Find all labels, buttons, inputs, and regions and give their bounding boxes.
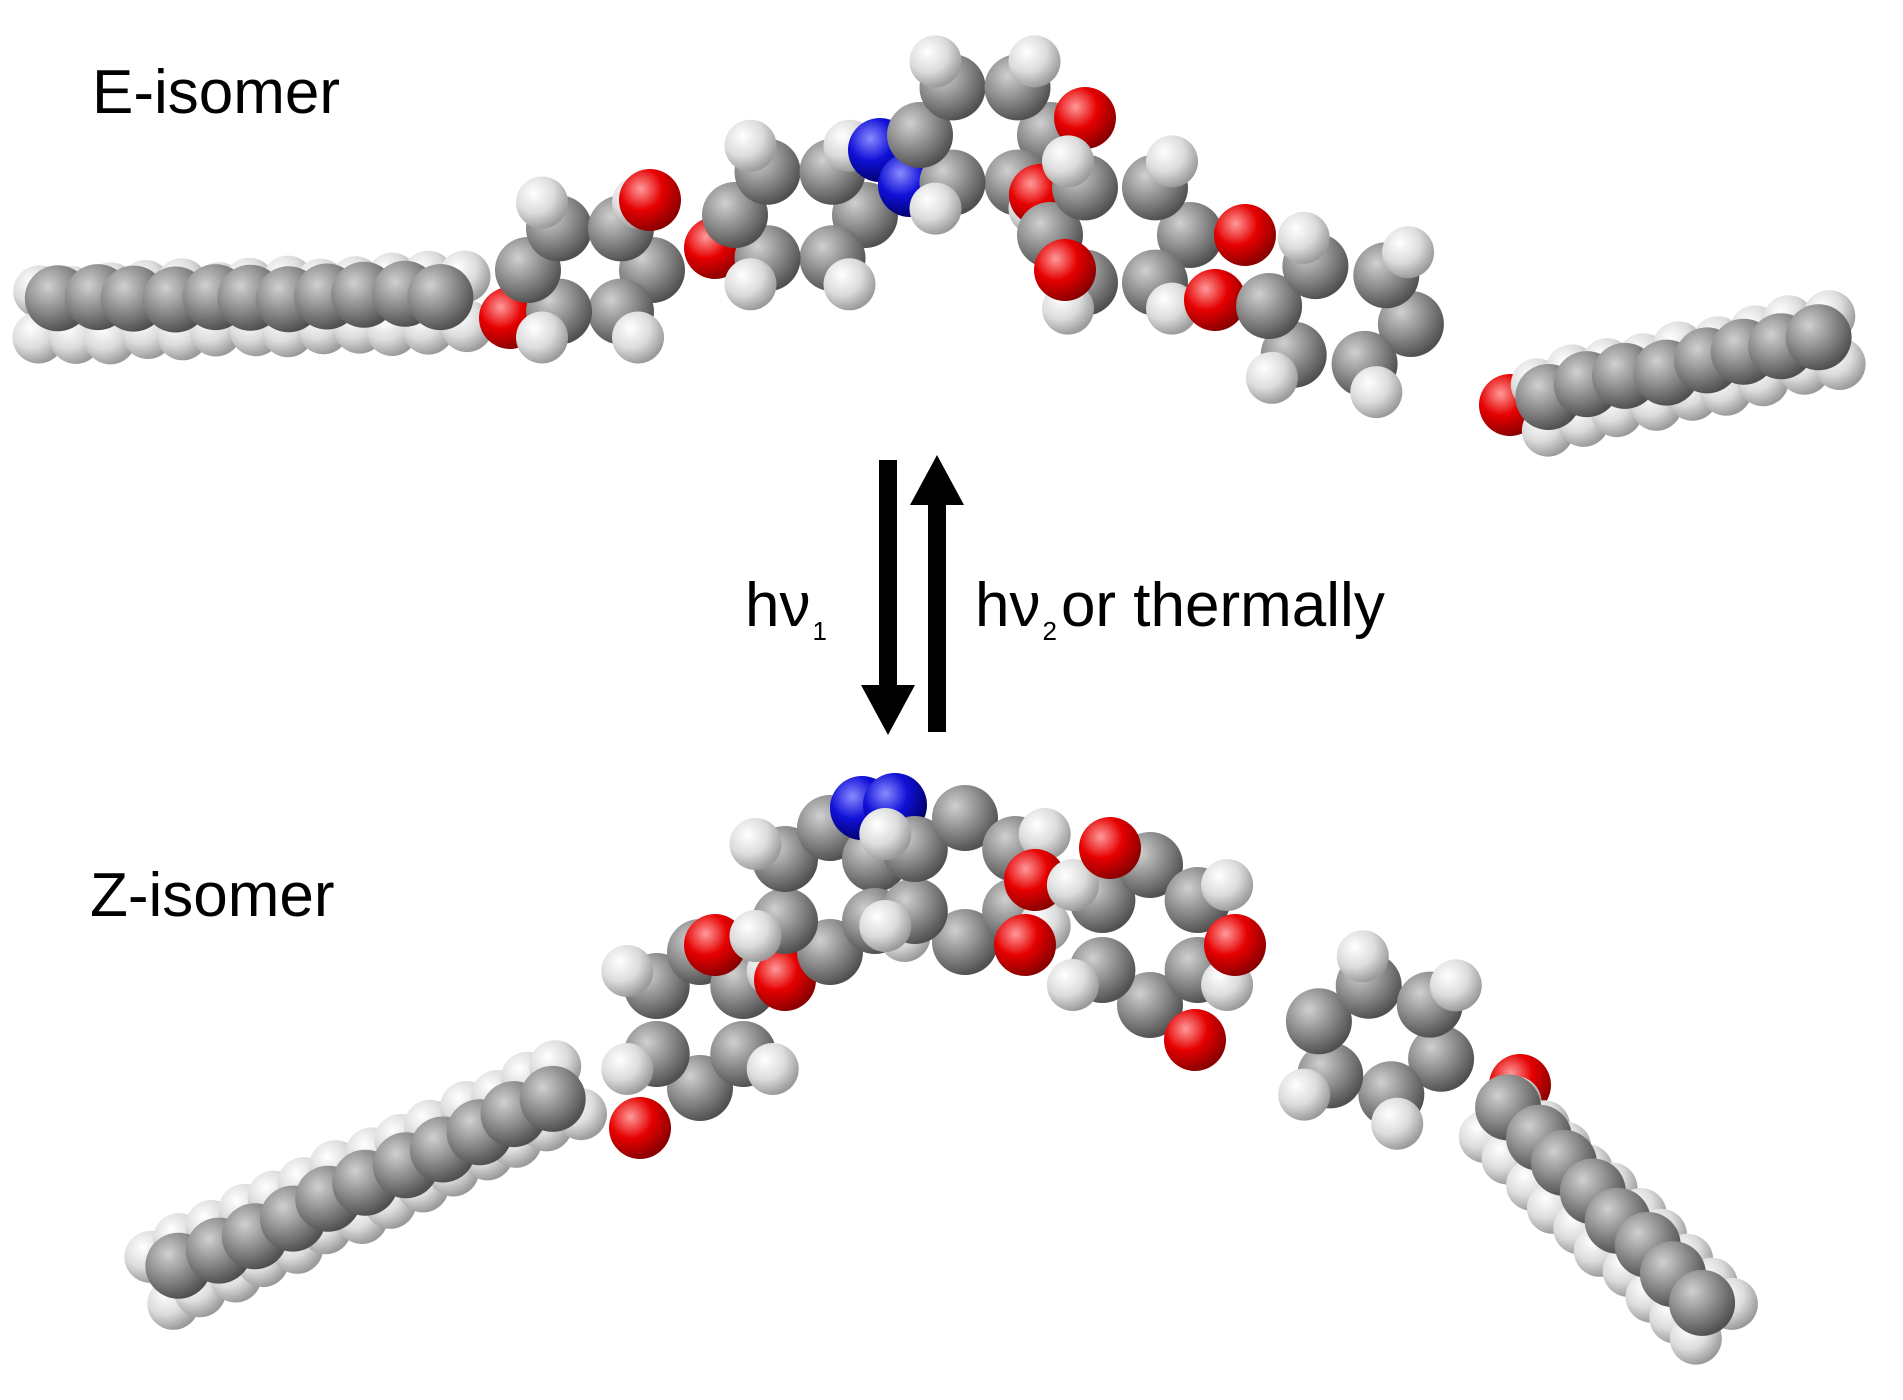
carbon-atom (407, 264, 474, 331)
hydrogen-atom (729, 910, 782, 962)
carbon-atom (932, 785, 998, 851)
hydrogen-atom (1429, 959, 1482, 1012)
reverse-condition-label: hν2or thermally (975, 575, 1385, 645)
oxygen-atom (1034, 239, 1096, 301)
hydrogen-atom (1371, 1097, 1424, 1150)
hydrogen-atom (1336, 930, 1389, 983)
hydrogen-atom (823, 258, 876, 311)
hydrogen-atom (1382, 226, 1435, 279)
carbon-atom (1285, 988, 1352, 1055)
hydrogen-atom (1008, 35, 1061, 88)
carbon-atom (1785, 304, 1852, 371)
hydrogen-atom (1018, 808, 1071, 860)
hydrogen-atom (1046, 959, 1099, 1011)
reverse-h-nu: hν (975, 571, 1041, 640)
hydrogen-atom (859, 900, 912, 952)
hydrogen-atom (746, 1043, 799, 1095)
oxygen-atom (994, 914, 1056, 976)
z-isomer-label: Z-isomer (90, 861, 335, 930)
forward-subscript: 1 (812, 616, 827, 646)
carbon-atom (1669, 1269, 1736, 1336)
e-isomer-label: E-isomer (92, 58, 341, 127)
forward-arrow-down (861, 460, 915, 735)
hydrogen-atom (1146, 135, 1198, 188)
hydrogen-atom (1277, 211, 1330, 264)
hydrogen-atom (1350, 366, 1403, 419)
oxygen-atom (1164, 1009, 1226, 1071)
carbon-atom (519, 1065, 586, 1132)
hydrogen-atom (1042, 135, 1094, 188)
hydrogen-atom (612, 311, 664, 364)
hydrogen-atom (1046, 859, 1099, 911)
hydrogen-atom (724, 258, 777, 311)
hydrogen-atom (729, 818, 782, 870)
reverse-arrow-up (910, 455, 964, 732)
hydrogen-atom (909, 35, 962, 88)
carbon-atom (1408, 1025, 1475, 1092)
carbon-atom (1236, 273, 1303, 339)
hydrogen-atom (516, 311, 568, 364)
hydrogen-atom (909, 182, 962, 235)
hydrogen-atom (1278, 1068, 1331, 1121)
hydrogen-atom (1245, 351, 1298, 404)
hydrogen-atom (516, 176, 568, 229)
carbon-atom (1157, 202, 1223, 268)
oxygen-atom (1214, 204, 1276, 266)
hydrogen-atom (601, 1043, 654, 1095)
carbon-atom (1377, 291, 1444, 357)
oxygen-atom (609, 1097, 671, 1159)
hydrogen-atom (724, 119, 777, 172)
oxygen-atom (1204, 914, 1266, 976)
forward-condition-label: hν1 (745, 575, 831, 645)
oxygen-atom (1054, 87, 1116, 149)
hydrogen-atom (601, 945, 654, 997)
reverse-condition-text: or thermally (1060, 571, 1385, 640)
e-isomer-molecule-model (12, 35, 1866, 457)
oxygen-atom (619, 169, 681, 231)
carbon-atom (887, 102, 953, 168)
hydrogen-atom (859, 808, 912, 860)
oxygen-atom (1079, 817, 1141, 879)
forward-h-nu: hν (745, 571, 811, 640)
hydrogen-atom (1201, 859, 1254, 911)
reverse-subscript: 2 (1042, 616, 1057, 646)
oxygen-atom (1184, 269, 1246, 331)
carbon-atom (932, 909, 998, 975)
equilibrium-arrows (861, 455, 964, 735)
carbon-atom (1117, 972, 1183, 1038)
z-isomer-molecule-model (124, 773, 1758, 1365)
